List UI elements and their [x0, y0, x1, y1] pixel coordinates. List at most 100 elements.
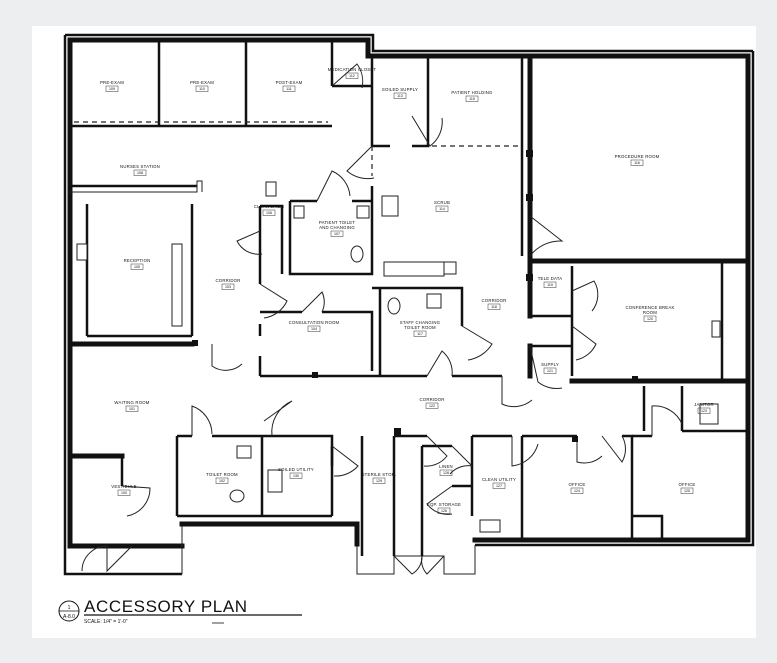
room-name-patient-holding: PATIENT HOLDING	[451, 90, 493, 95]
room-number-box	[130, 263, 144, 270]
room-number-pre-exam-1: 109	[109, 87, 115, 91]
room-number-toilet-room: 102	[219, 479, 225, 483]
drawing-tag-sheet: A-8.0	[63, 614, 75, 620]
room-number-box	[262, 209, 276, 216]
room-name-conference: ROOM	[643, 310, 657, 315]
room-name-linen: LINEN	[439, 464, 453, 469]
room-number-box	[413, 330, 427, 337]
room-number-box	[487, 303, 501, 310]
room-number-box	[393, 92, 407, 99]
room-number-box	[465, 95, 479, 102]
room-name-clean-linen: CLEAN LINEN	[254, 204, 284, 209]
room-number-box	[543, 367, 557, 374]
room-name-soiled-utility: SOILED UTILITY	[278, 467, 314, 472]
room-name-sterile: STERILE STOR.	[362, 472, 397, 477]
room-number-office-1: 124	[574, 489, 580, 493]
room-name-reception: RECEPTION	[124, 258, 151, 263]
room-number-patient-holding: 115	[469, 97, 475, 101]
room-number-eqp-storage: 126	[441, 509, 447, 513]
room-number-staff-changing: 117	[417, 332, 423, 336]
room-name-patient-toilet: PATIENT TOILET	[319, 220, 355, 225]
room-number-clean-utility: 127	[496, 484, 502, 488]
room-name-consultation: CONSULTATION ROOM	[289, 320, 340, 325]
room-name-clean-utility: CLEAN UTILITY	[482, 477, 516, 482]
room-number-box	[630, 159, 644, 166]
exterior-walls	[63, 33, 755, 576]
room-number-tele-data: 119	[547, 283, 553, 287]
drawing-sheet: PRE-EXAM 109 PRE-EXAM 110 POST-EXAM 111 MEDICA…	[32, 26, 756, 638]
room-number-corridor-3: 122	[429, 404, 435, 408]
room-number-box	[435, 205, 449, 212]
room-number-box	[282, 85, 296, 92]
room-name-post-exam: POST-EXAM	[276, 80, 303, 85]
room-name-corridor-2: CORRIDOR	[482, 298, 507, 303]
room-number-box	[680, 487, 694, 494]
room-name-janitor: JANITOR	[694, 402, 714, 407]
drawing-title: ACCESSORY PLAN	[84, 597, 248, 616]
room-number-box	[330, 230, 344, 237]
room-number-box	[221, 283, 235, 290]
room-number-box	[492, 482, 506, 489]
ceiling-lines	[74, 121, 518, 176]
room-number-office-2: 125	[684, 489, 690, 493]
room-number-post-exam: 111	[286, 87, 291, 91]
columns	[192, 150, 638, 442]
room-name-office-1: OFFICE	[569, 482, 586, 487]
room-number-janitor: 123	[701, 409, 707, 413]
room-name-pre-exam-2: PRE-EXAM	[190, 80, 214, 85]
room-number-med-closet: 112	[349, 74, 355, 78]
room-name-staff-changing: STAFF CHANGING	[400, 320, 441, 325]
room-name-patient-toilet: AND CHANGING	[319, 225, 355, 230]
room-number-box	[697, 407, 711, 414]
room-name-nurses-station: NURSES STATION	[120, 164, 160, 169]
room-number-box	[195, 85, 209, 92]
room-number-pre-exam-2: 110	[199, 87, 205, 91]
room-name-med-closet: MEDICATION CLOSET	[328, 67, 377, 72]
room-name-tele-data: TELE DATA	[538, 276, 563, 281]
room-number-clean-linen: 106	[266, 211, 272, 215]
floor-plan-drawing: PRE-EXAM 109 PRE-EXAM 110 POST-EXAM 111 MEDICA…	[58, 33, 755, 625]
title-block: 1 A-8.0 ACCESSORY PLAN SCALE: 1/4" = 1'-…	[58, 597, 302, 625]
room-name-pre-exam-1: PRE-EXAM	[100, 80, 124, 85]
room-name-scrub: SCRUB	[434, 200, 450, 205]
room-number-box	[437, 507, 451, 514]
room-number-box	[105, 85, 119, 92]
room-number-soiled-supply: 113	[397, 94, 403, 98]
room-name-vestibule: VESTIBULE	[111, 484, 136, 489]
interior-walls	[67, 40, 751, 556]
room-number-box	[643, 315, 657, 322]
room-number-corridor-2: 118	[491, 305, 497, 309]
room-number-consultation: 104	[311, 327, 317, 331]
room-number-box	[289, 472, 303, 479]
room-name-corridor-3: CORRIDOR	[420, 397, 445, 402]
room-number-box	[425, 402, 439, 409]
room-name-supply: SUPPLY	[541, 362, 559, 367]
door-swings	[81, 63, 683, 575]
room-number-procedure: 116	[634, 161, 640, 165]
room-number-corridor-1: 103	[225, 285, 231, 289]
room-number-scrub: 114	[439, 207, 445, 211]
room-number-box	[307, 325, 321, 332]
room-name-procedure: PROCEDURE ROOM	[615, 154, 660, 159]
room-number-box	[543, 281, 557, 288]
room-name-corridor-1: CORRIDOR	[216, 278, 241, 283]
room-number-box	[570, 487, 584, 494]
room-number-sterile: 129	[376, 479, 382, 483]
room-name-office-2: OFFICE	[679, 482, 696, 487]
room-number-nurses-station: 108	[137, 171, 143, 175]
room-number-box	[125, 405, 139, 412]
room-name-staff-changing: TOILET ROOM	[404, 325, 436, 330]
room-number-waiting: 101	[129, 407, 135, 411]
room-number-box	[345, 72, 359, 79]
room-name-eqp-storage: EQP. STORAGE	[427, 502, 461, 507]
room-name-conference: CONFERENCE BREAK	[625, 305, 674, 310]
room-number-box	[215, 477, 229, 484]
room-number-conference: 120	[647, 317, 653, 321]
room-number-linen: 128	[443, 471, 449, 475]
scale-note: SCALE: 1/4" = 1'-0"	[84, 619, 128, 625]
room-number-patient-toilet: 107	[334, 232, 340, 236]
room-number-reception: 105	[134, 265, 140, 269]
room-number-box	[117, 489, 131, 496]
room-name-soiled-supply: SOILED SUPPLY	[382, 87, 418, 92]
room-number-box	[133, 169, 147, 176]
